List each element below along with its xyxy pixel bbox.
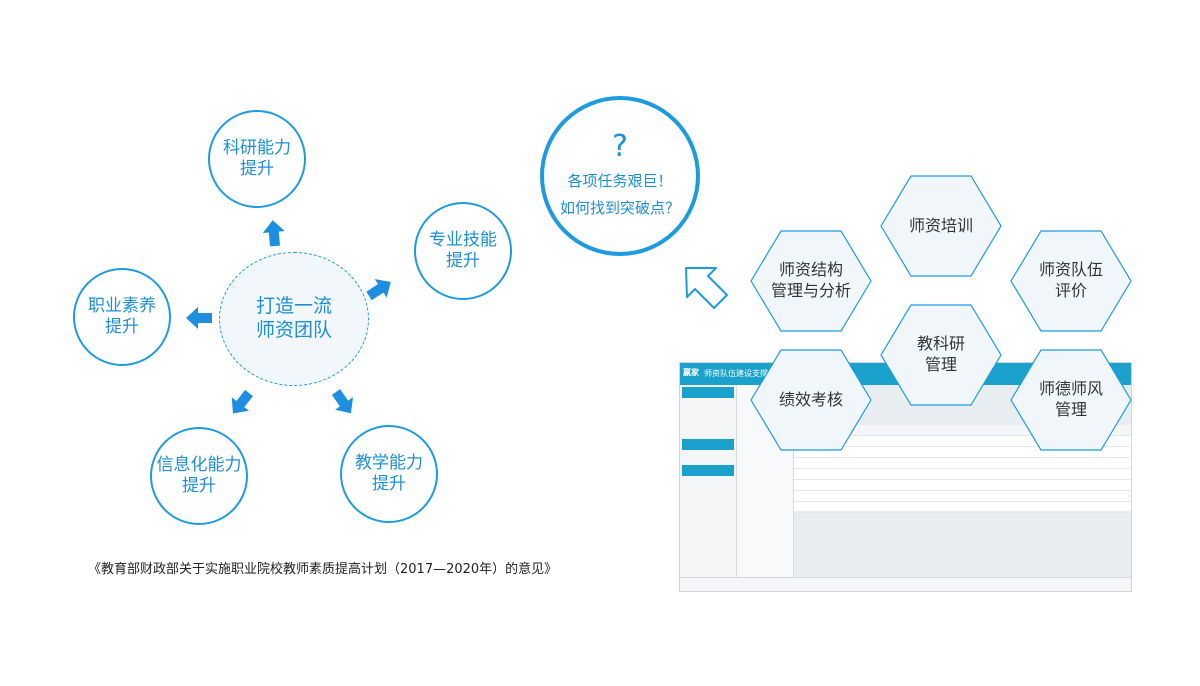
hex-jixiao [750, 349, 872, 451]
node-zhiye: 职业素养 提升 [73, 268, 171, 366]
node-xinxihua-label: 信息化能力 提升 [156, 454, 242, 496]
arrow-outline-upleft [685, 267, 728, 309]
hex-jiegou [750, 230, 872, 332]
screenshot-sidebar-item [682, 439, 734, 450]
question-circle: ? 各项任务艰巨！ 如何找到突破点？ [540, 96, 700, 256]
center-label: 打造一流 师资团队 [255, 295, 332, 341]
screenshot-sidebar-item [682, 465, 734, 476]
question-line-2: 如何找到突破点？ [559, 198, 680, 217]
node-xinxihua: 信息化能力 提升 [150, 427, 248, 525]
table-row [794, 436, 1131, 447]
screenshot-title: 师资队伍建设支撑平台 [704, 369, 784, 378]
node-keyan: 科研能力 提升 [208, 110, 306, 208]
center-node: 打造一流 师资团队 [219, 252, 369, 386]
node-zhuanye: 专业技能 提升 [414, 202, 512, 300]
node-zhiye-label: 职业素养 提升 [88, 295, 156, 337]
table-row [794, 502, 1131, 513]
screenshot-logo: 赢家 [683, 368, 699, 377]
node-keyan-label: 科研能力 提升 [223, 137, 291, 179]
table-row [794, 469, 1131, 480]
node-jiaoxue: 教学能力 提升 [340, 425, 438, 523]
table-row [794, 447, 1131, 458]
node-jiaoxue-label: 教学能力 提升 [355, 452, 423, 494]
screenshot-table-header [794, 425, 1131, 436]
citation-text: 《教育部财政部关于实施职业院校教师素质提高计划（2017—2020年）的意见》 [88, 562, 558, 577]
hex-shide [1010, 349, 1132, 451]
screenshot-sidebar [680, 385, 737, 577]
hex-pingjia [1010, 230, 1132, 332]
table-row [794, 491, 1131, 502]
screenshot-footer [680, 577, 1131, 591]
question-mark: ? [612, 128, 628, 164]
hex-jiaokeyan [880, 304, 1002, 406]
question-line-1: 各项任务艰巨！ [567, 171, 673, 190]
table-row [794, 458, 1131, 469]
table-row [794, 480, 1131, 491]
screenshot-sidebar-item [682, 387, 734, 398]
node-zhuanye-label: 专业技能 提升 [429, 229, 497, 271]
hex-peixun [880, 175, 1002, 277]
